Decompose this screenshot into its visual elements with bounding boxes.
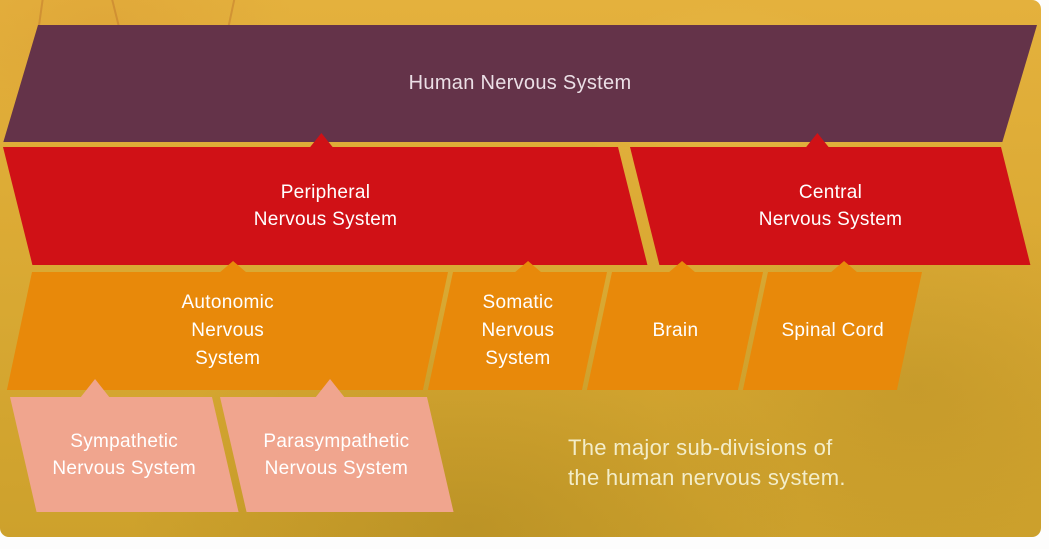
- node-label-line: System: [484, 348, 551, 369]
- node-label-line: Central: [798, 182, 862, 203]
- node-parasympathetic-nervous-system: Parasympathetic Nervous System: [220, 379, 454, 512]
- caption-line: the human nervous system.: [568, 465, 846, 490]
- node-peripheral-nervous-system: Peripheral Nervous System: [3, 133, 648, 265]
- up-arrow-connector-icon: [513, 261, 542, 273]
- node-label: Parasympathetic Nervous System: [264, 428, 410, 482]
- node-label-line: Nervous System: [264, 457, 409, 479]
- node-label-line: Nervous: [481, 320, 554, 341]
- node-brain: Brain: [586, 261, 763, 390]
- node-label-line: Nervous: [191, 320, 264, 341]
- diagram-canvas: Human Nervous System Peripheral Nervous …: [0, 0, 1041, 537]
- node-label-line: Spinal Cord: [781, 320, 884, 341]
- node-label-line: Autonomic: [181, 292, 274, 313]
- diagram-caption: The major sub-divisions of the human ner…: [568, 433, 846, 493]
- up-arrow-connector-icon: [830, 261, 859, 273]
- node-label-line: Somatic: [482, 292, 553, 313]
- node-label: Brain: [652, 317, 698, 345]
- up-arrow-connector-icon: [79, 379, 110, 398]
- up-arrow-connector-icon: [805, 133, 830, 148]
- node-label: Sympathetic Nervous System: [52, 428, 196, 482]
- node-human-nervous-system: Human Nervous System: [3, 25, 1038, 142]
- node-label-line: Brain: [652, 320, 698, 341]
- up-arrow-connector-icon: [314, 379, 345, 398]
- caption-line: The major sub-divisions of: [568, 435, 833, 460]
- node-label-line: Human Nervous System: [408, 72, 632, 94]
- node-label-line: Sympathetic: [70, 430, 179, 452]
- node-label-line: System: [194, 348, 261, 369]
- up-arrow-connector-icon: [668, 261, 697, 273]
- node-central-nervous-system: Central Nervous System: [630, 133, 1031, 265]
- node-label-line: Nervous System: [758, 209, 902, 230]
- node-autonomic-nervous-system: Autonomic Nervous System: [6, 261, 448, 390]
- node-label: Somatic Nervous System: [481, 289, 554, 373]
- node-label-line: Parasympathetic: [263, 430, 410, 452]
- node-spinal-cord: Spinal Cord: [742, 261, 922, 390]
- node-label: Peripheral Nervous System: [253, 179, 397, 233]
- node-label: Autonomic Nervous System: [181, 289, 273, 373]
- node-label: Central Nervous System: [758, 179, 902, 233]
- up-arrow-connector-icon: [309, 133, 334, 148]
- node-label: Spinal Cord: [781, 317, 884, 345]
- node-label-line: Nervous System: [52, 457, 197, 479]
- node-label-line: Nervous System: [253, 209, 397, 230]
- node-sympathetic-nervous-system: Sympathetic Nervous System: [10, 379, 239, 512]
- node-somatic-nervous-system: Somatic Nervous System: [427, 261, 607, 390]
- node-label-line: Peripheral: [280, 182, 371, 203]
- up-arrow-connector-icon: [218, 261, 247, 273]
- node-label: Human Nervous System: [409, 70, 632, 97]
